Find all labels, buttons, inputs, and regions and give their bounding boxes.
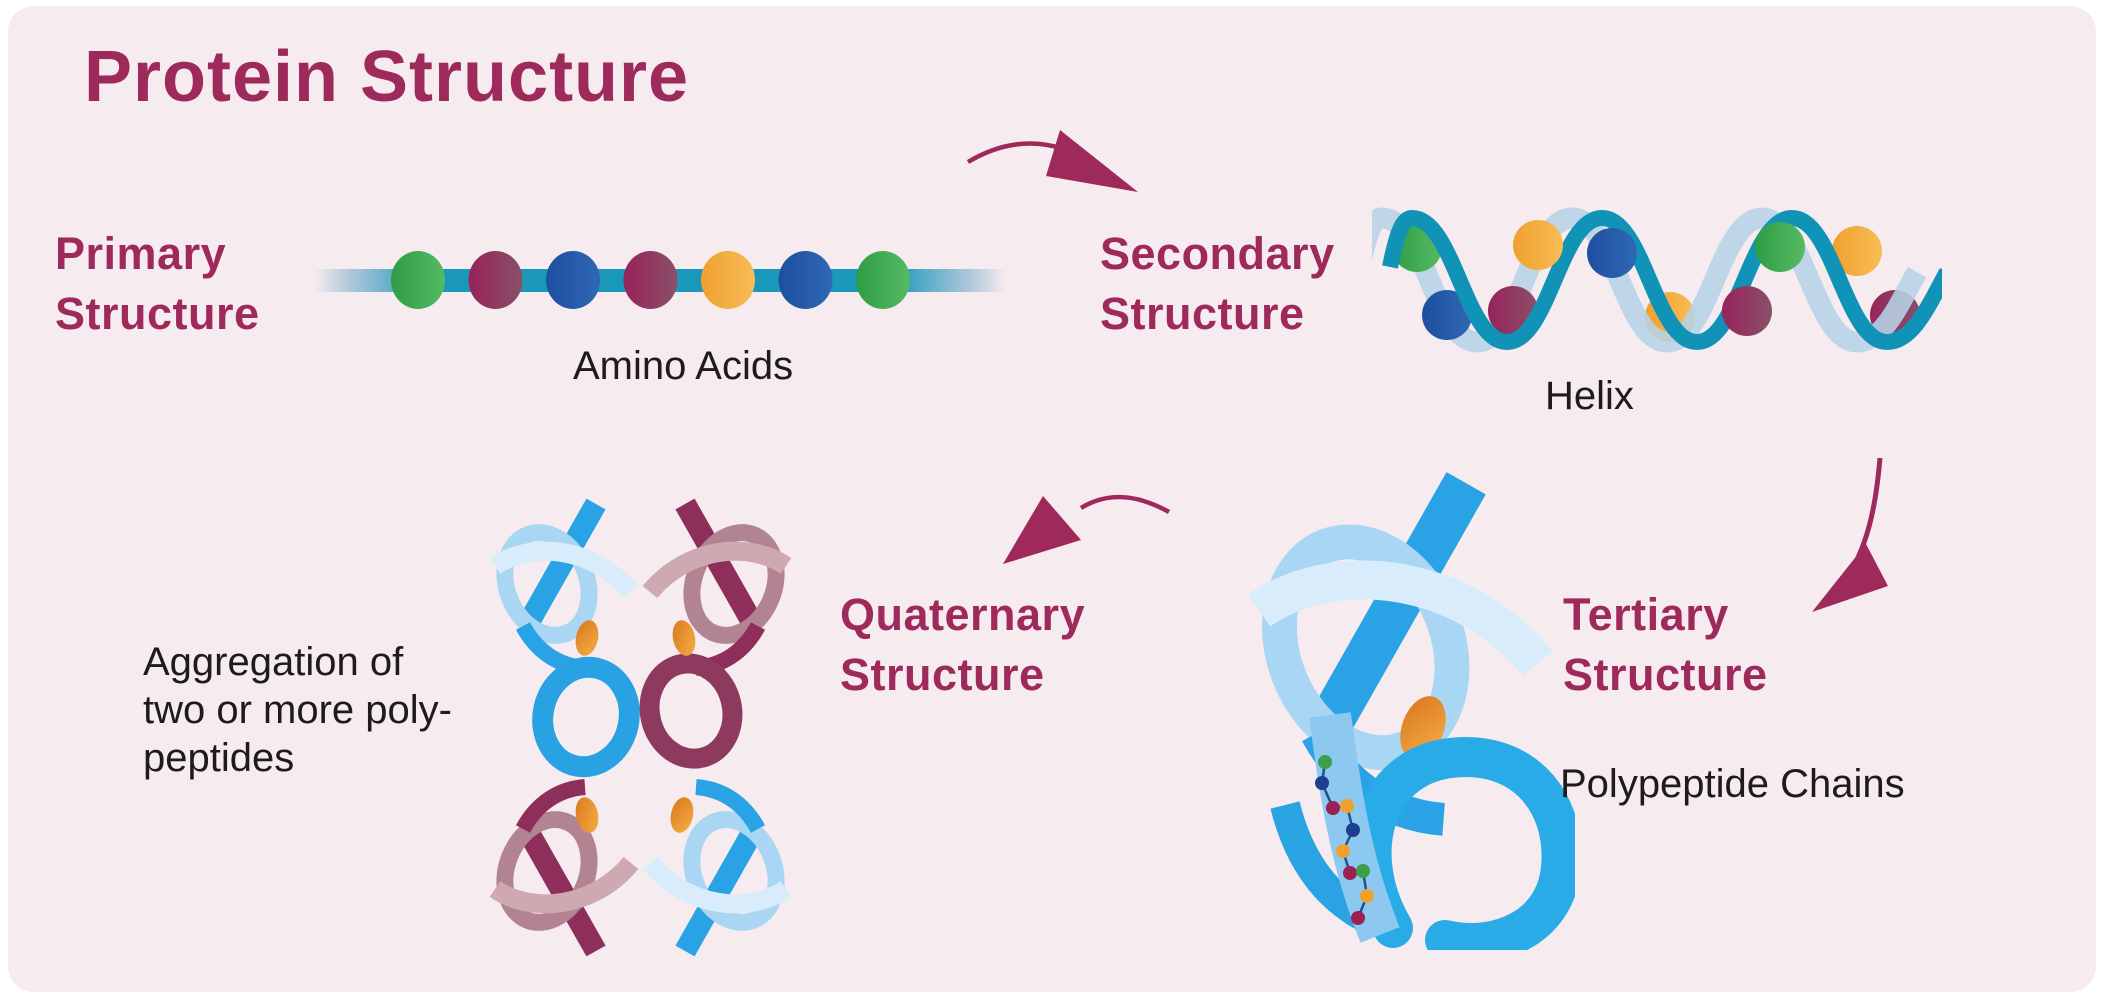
helix-illustration (1372, 207, 1942, 353)
quaternary-blue-ring (532, 656, 640, 778)
bond-dot-orange (1340, 799, 1354, 813)
amino-acid-bead-blue (778, 251, 833, 309)
amino-acid-bead-orange (701, 251, 755, 309)
amino-acid-beads (391, 251, 910, 309)
amino-acid-bead-blue (546, 251, 600, 309)
helix-bead-blue (1422, 290, 1472, 340)
primary-chain-illustration (315, 251, 1005, 309)
helix-ribbon-back-strand (1372, 207, 1927, 353)
page-title: Protein Structure (84, 37, 690, 117)
bond-dot-maroon (1343, 866, 1357, 880)
curved-arrow-primary-to-secondary-icon (966, 130, 1138, 192)
amino-acid-bead-green (391, 251, 445, 309)
bond-dot-green (1356, 864, 1370, 878)
tertiary-illustration (1248, 472, 1575, 950)
quaternary-bottom-left-knot (489, 779, 639, 957)
bond-dot-maroon (1351, 911, 1365, 925)
bond-dot-orange (1336, 844, 1350, 858)
quaternary-maroon-ring (639, 653, 743, 769)
bond-dot-orange (1360, 889, 1374, 903)
helix-bead-maroon (1722, 286, 1772, 336)
secondary-structure-label: Secondary Structure (1100, 228, 1335, 339)
bond-dot-green (1318, 755, 1332, 769)
dot-string-line (1320, 761, 1369, 919)
quaternary-orange-blob (575, 620, 599, 656)
aggregation-caption: Aggregation of two or more poly- peptide… (143, 640, 452, 780)
bond-dot-maroon (1326, 801, 1340, 815)
amino-acids-caption: Amino Acids (573, 344, 794, 388)
amino-acid-bead-green (856, 251, 910, 309)
curved-arrow-secondary-to-tertiary-icon (1812, 457, 1888, 612)
tertiary-structure-label: Tertiary Structure (1563, 589, 1768, 700)
helix-beads-front (1513, 220, 1805, 336)
bond-dot-navy (1315, 776, 1329, 790)
tertiary-bottom-loop (1351, 737, 1575, 950)
quaternary-orange-blob (670, 797, 694, 833)
quaternary-bottom-right-knot (642, 779, 792, 957)
helix-bead-orange (1513, 220, 1563, 270)
helix-bead-orange (1832, 226, 1882, 276)
quaternary-orange-blob (672, 620, 696, 656)
quaternary-top-left-knot (489, 498, 639, 676)
helix-caption: Helix (1545, 374, 1634, 418)
helix-bead-blue (1587, 228, 1637, 278)
quaternary-structure-label: Quaternary Structure (840, 589, 1086, 700)
tertiary-bond-dots (1315, 755, 1374, 925)
amino-acid-bead-maroon (623, 251, 678, 309)
helix-ribbon-front-strand (1382, 209, 1942, 351)
quaternary-knots (489, 498, 792, 957)
quaternary-top-right-knot (642, 498, 792, 676)
curved-arrow-tertiary-to-quaternary-icon (1003, 495, 1171, 564)
tertiary-dotted-band (1309, 712, 1400, 943)
bond-dot-navy (1346, 823, 1360, 837)
quaternary-orange-blob (575, 797, 599, 833)
polypeptide-chains-caption: Polypeptide Chains (1560, 762, 1905, 806)
quaternary-illustration (489, 498, 792, 957)
primary-structure-label: Primary Structure (55, 228, 260, 339)
helix-bead-green (1755, 222, 1805, 272)
amino-acid-bead-maroon (468, 251, 523, 309)
